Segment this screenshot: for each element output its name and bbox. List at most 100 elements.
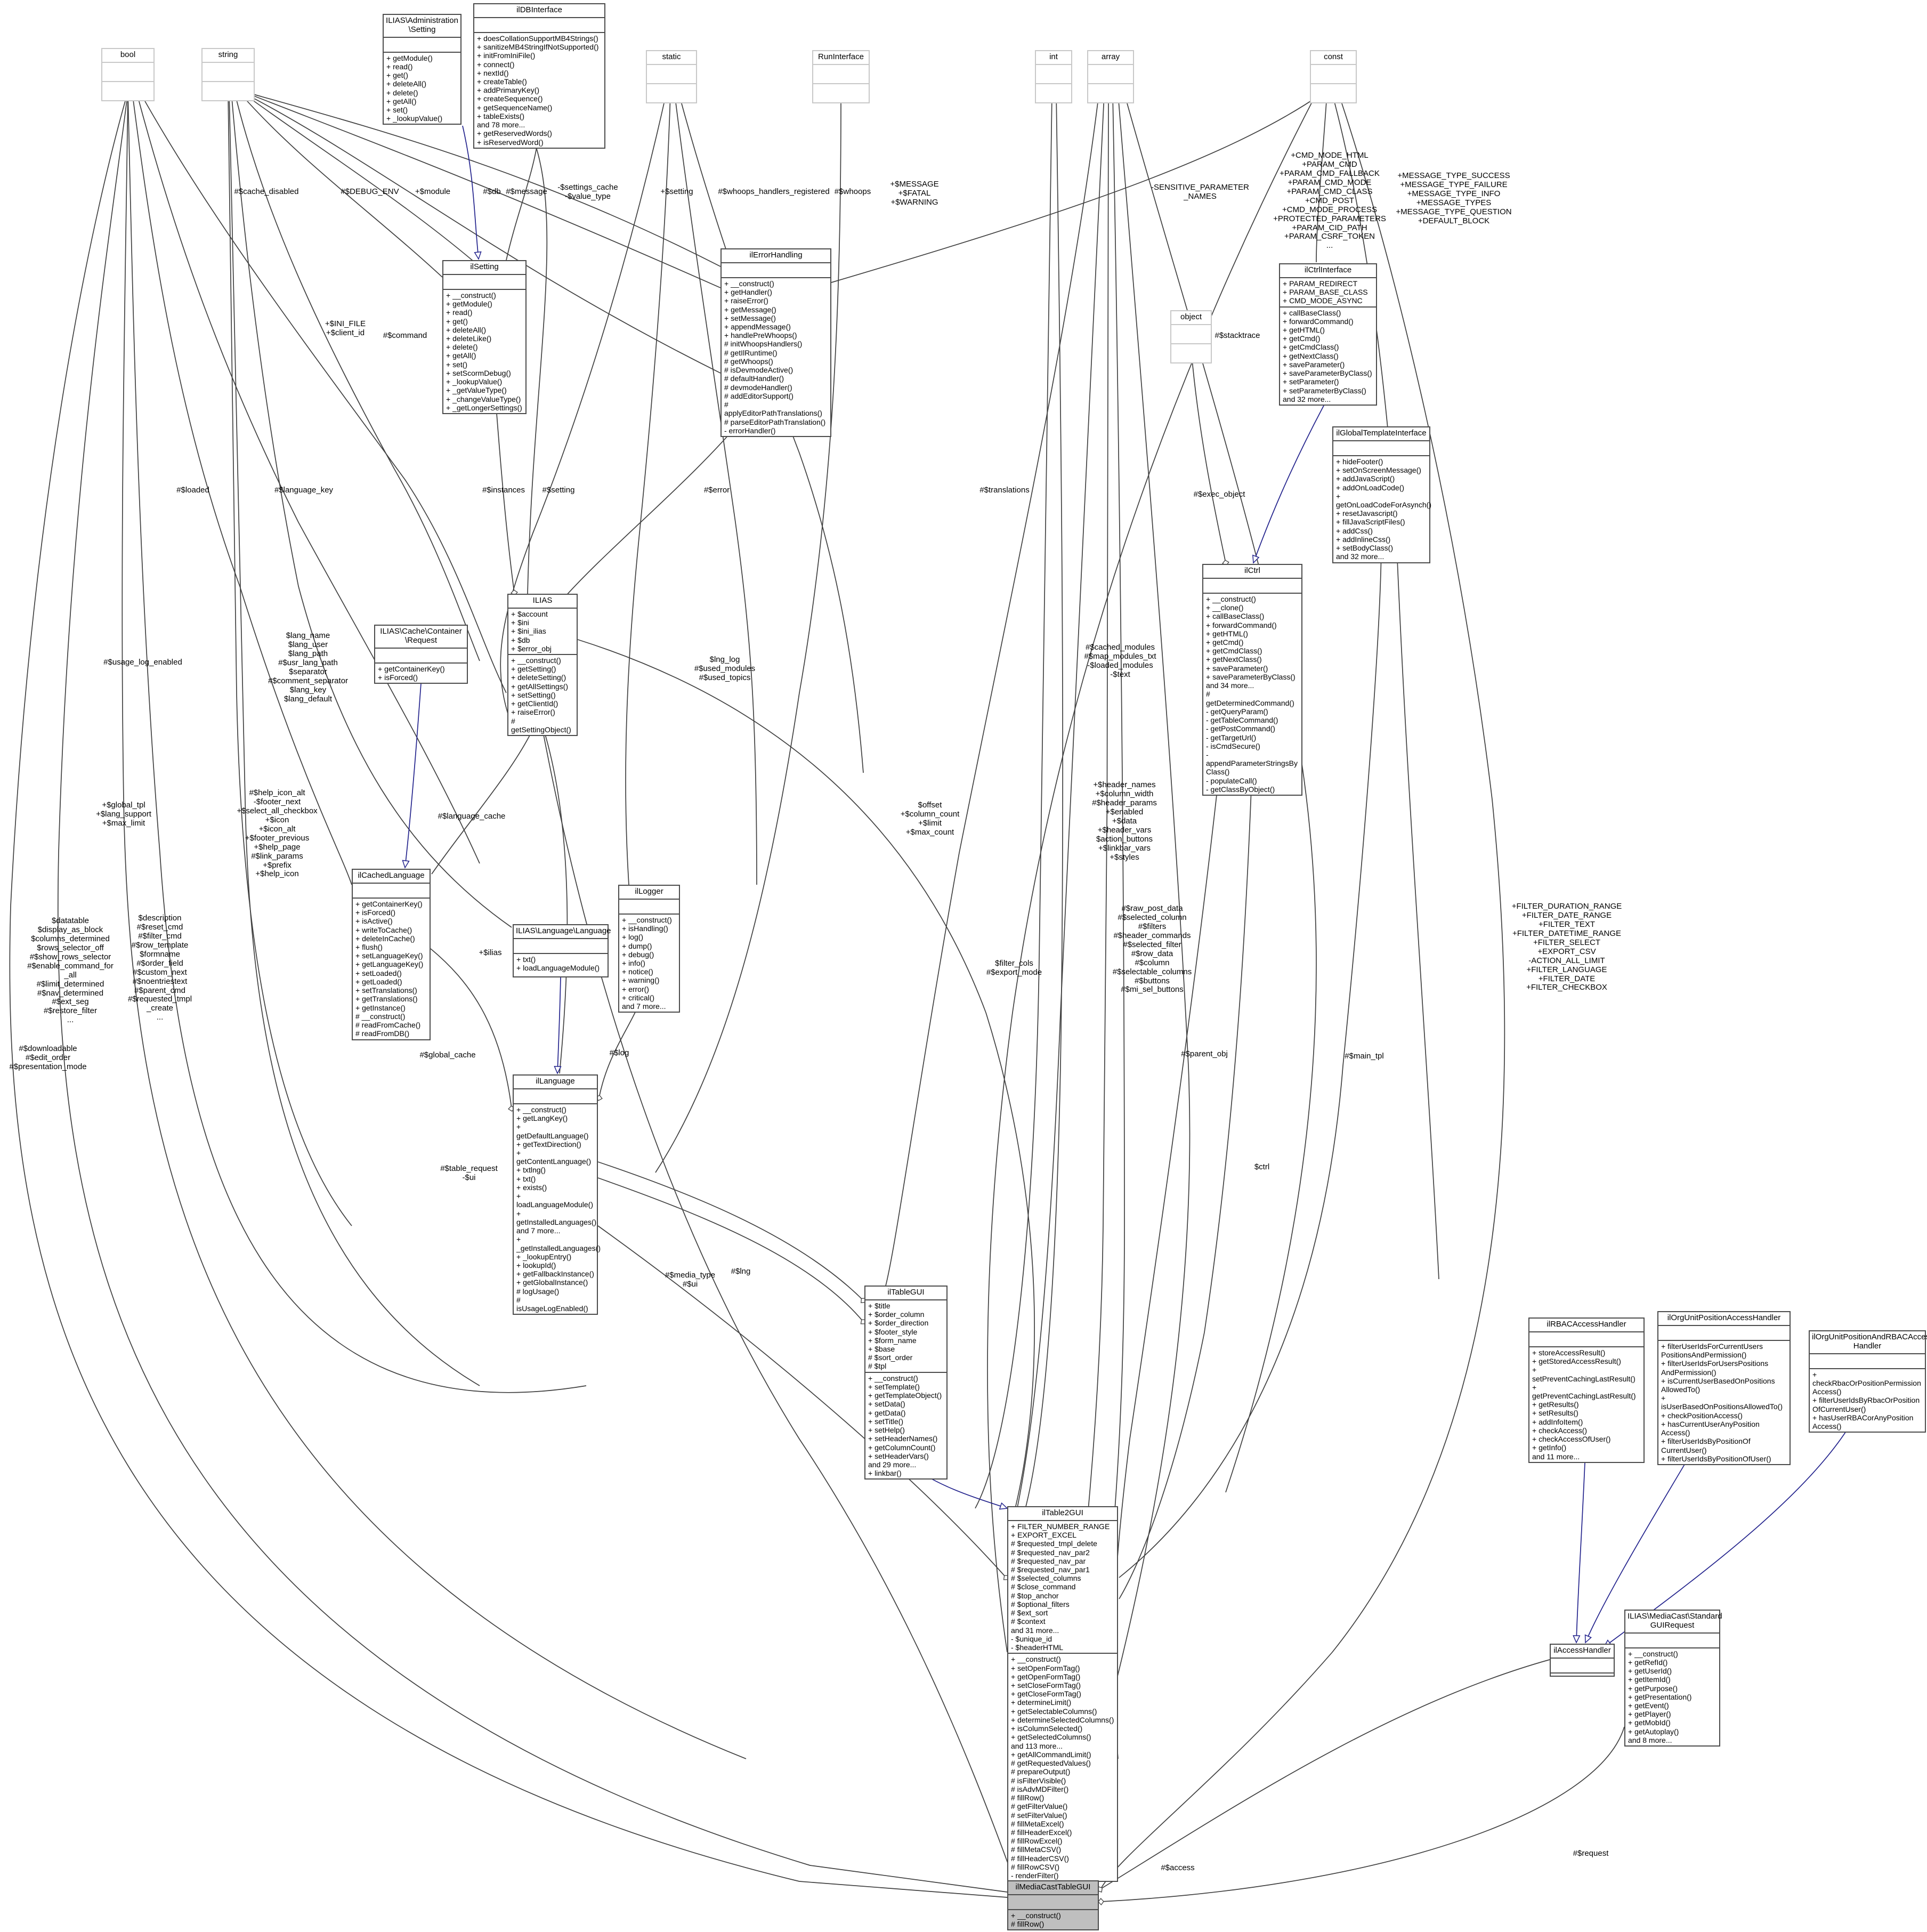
class-attributes [1311,65,1356,84]
class-operations: + storeAccessResult() + getStoredAccessR… [1532,1348,1636,1461]
class-attributes [1625,1634,1719,1648]
edge-label: +$INI_FILE +$client_id [325,319,366,337]
class-node[interactable]: RunInterface [812,50,870,103]
class-node[interactable]: ilMediaCastTableGUI + __construct() # fil… [1007,1880,1099,1931]
class-node[interactable]: ilTableGUI+ $title + $order_column + $or… [864,1286,948,1480]
class-attributes [1171,325,1211,344]
edge-label: #$table_request -$ui [440,1164,498,1182]
class-title: ilOrgUnitPositionAndRBACAccess Handler [1810,1331,1927,1354]
class-node[interactable]: ILIAS\Cache\Container \Request+ getConta… [374,625,468,684]
class-operations [1088,84,1133,102]
class-attributes [647,65,696,84]
class-operations [647,84,696,102]
edge-label: #$main_tpl [1345,1052,1384,1061]
edge-label: +CMD_MODE_HTML +PARAM_CMD +PARAM_CMD_FAL… [1273,151,1386,250]
class-node[interactable]: ilLanguage+ __construct() + getLangKey()… [513,1074,601,1315]
class-node[interactable]: int [1035,50,1072,103]
class-node[interactable]: ilCtrl + __construct() + __clone() + call… [1202,564,1302,796]
edge-label: +$module [415,187,451,196]
class-operations: + __construct() + setOpenFormTag() + get… [1011,1655,1114,1880]
class-title: ILIAS\MediaCast\Standard GUIRequest [1625,1611,1722,1634]
class-node[interactable]: ilTable2GUI+ FILTER_NUMBER_RANGE + EXPOR… [1007,1506,1118,1882]
class-node[interactable]: ILIAS\Administration \Setting+ getModule… [383,14,461,125]
edge-label: #$message [506,187,547,196]
class-node[interactable]: ilOrgUnitPositionAndRBACAccess Handler + … [1809,1330,1927,1433]
class-attributes [443,275,525,290]
class-node[interactable]: ilDBInterface + doesCollationSupportMB4St… [473,3,605,149]
edge-label: $lang_name $lang_user $lang_path #$usr_l… [268,631,349,704]
class-attributes [375,649,467,664]
edge-label: #$usage_log_enabled [103,658,182,667]
class-operations [203,82,254,100]
class-operations [1311,84,1356,102]
class-node[interactable]: ilErrorHandling + __construct() + getHand… [720,248,831,438]
edge-label: #$loaded [176,486,209,495]
class-title: array [1088,51,1133,65]
class-operations: + getContainerKey() + isForced() [378,664,445,682]
class-node[interactable]: ilAccessHandler [1550,1644,1615,1677]
class-operations: + __construct() + getRefId() + getUserId… [1628,1649,1692,1744]
class-node[interactable]: ilGlobalTemplateInterface+ hideFooter() … [1332,426,1431,563]
class-node[interactable]: bool [101,48,155,101]
class-operations: + doesCollationSupportMB4Strings() + san… [477,34,599,147]
class-operations [813,84,869,102]
class-node[interactable]: array [1087,50,1134,103]
edge-label: +$setting [660,187,693,196]
edge-label: +$global_tpl +$lang_support +$max_limit [96,801,151,828]
class-title: ilMediaCastTableGUI [1008,1881,1098,1895]
class-attributes [722,263,830,278]
class-operations: + checkRbacOrPositionPermission Access()… [1812,1370,1921,1430]
class-attributes: + FILTER_NUMBER_RANGE + EXPORT_EXCEL # $… [1008,1521,1117,1654]
class-title: ilTable2GUI [1008,1507,1117,1521]
edge-label: #$DEBUG_ENV [341,187,399,196]
class-operations: + __construct() # fillRow() [1011,1911,1061,1929]
class-node[interactable]: ilRBACAccessHandler+ storeAccessResult()… [1528,1317,1645,1463]
class-attributes [203,63,254,82]
class-title: const [1311,51,1356,65]
class-node[interactable]: ilOrgUnitPositionAccessHandler+ filterUs… [1657,1311,1791,1466]
class-attributes [1036,65,1071,84]
class-node[interactable]: const [1310,50,1357,103]
class-attributes [1088,65,1133,84]
class-title: string [203,49,254,63]
class-title: ilCtrl [1203,565,1301,579]
class-operations: + __construct() + getModule() + read() +… [446,290,522,412]
class-attributes [1810,1354,1925,1369]
edge-label: #$db [483,187,501,196]
class-node[interactable]: ilCtrlInterface+ PARAM_REDIRECT + PARAM_… [1279,263,1377,406]
class-operations [102,82,153,100]
class-operations [1171,344,1211,362]
class-node[interactable]: string [201,48,255,101]
class-title: ilSetting [443,261,525,275]
class-title: object [1171,311,1211,325]
edge-label: $filter_cols #$export_mode [986,959,1042,977]
edge-label: #$raw_post_data #$selected_column #$filt… [1112,904,1192,995]
class-node[interactable]: ILIAS\MediaCast\Standard GUIRequest + __c… [1624,1610,1722,1747]
class-attributes [1008,1895,1098,1910]
class-title: ilLanguage [514,1076,597,1089]
class-node[interactable]: ilSetting + __construct() + getModule() +… [442,260,527,415]
class-node[interactable]: ILIAS+ $account + $ini + $ini_ilias + $d… [507,594,578,737]
edge-label: #$parent_obj [1181,1049,1228,1058]
edge-label: $lng_log #$used_modules #$used_topics [694,655,756,682]
class-node[interactable]: static [646,50,697,103]
edge-label: #$language_cache [438,812,506,821]
class-operations: + getModule() + read() + get() + deleteA… [386,53,443,123]
class-node[interactable]: ilLogger+ __construct() + isHandling() +… [618,885,680,1013]
class-title: ILIAS\Language\Language [514,925,611,939]
class-operations: + __construct() + __clone() + callBaseCl… [1206,594,1298,794]
class-attributes [474,18,604,33]
class-title: ilDBInterface [474,4,604,18]
class-node[interactable]: ILIAS\Language\Language+ txt() + loadLan… [513,924,611,977]
class-title: ILIAS [508,595,577,609]
class-operations: + __construct() + getHandler() + raiseEr… [724,279,826,435]
class-attributes [813,65,869,84]
class-node[interactable]: object [1170,310,1212,363]
class-title: ilOrgUnitPositionAccessHandler [1658,1312,1790,1326]
class-title: ilErrorHandling [722,249,830,263]
class-attributes [1529,1332,1643,1347]
class-node[interactable]: ilCachedLanguage+ getContainerKey() + is… [352,869,431,1040]
edge-label: #$cached_modules #$map_modules_txt -$loa… [1084,643,1156,679]
class-attributes [514,1089,597,1104]
